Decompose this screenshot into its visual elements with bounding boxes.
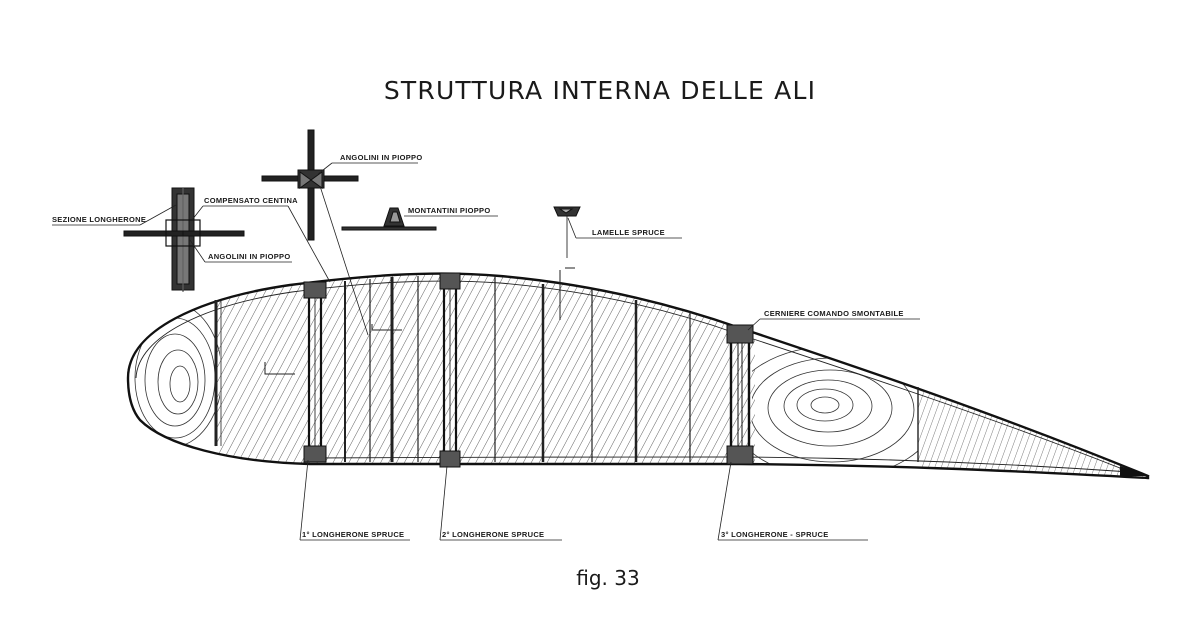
label-corner-blocks-bottom: ANGOLINI IN PIOPPO — [208, 252, 291, 261]
spruce-strips-detail — [553, 206, 581, 258]
label-spar-section: SEZIONE LONGHERONE — [52, 215, 146, 224]
label-spar-1: 1° LONGHERONE SPRUCE — [302, 530, 404, 539]
figure-caption: fig. 33 — [576, 566, 640, 590]
label-corner-blocks-top: ANGOLINI IN PIOPPO — [340, 153, 423, 162]
label-rib-plywood: COMPENSATO CENTINA — [204, 196, 298, 205]
label-spruce-strips: LAMELLE SPRUCE — [592, 228, 665, 237]
label-poplar-uprights: MONTANTINI PIOPPO — [408, 206, 490, 215]
spar-3 — [726, 324, 754, 465]
spar-2 — [439, 272, 461, 468]
poplar-uprights-detail — [341, 207, 437, 231]
label-spar-3: 3° LONGHERONE - SPRUCE — [721, 530, 829, 539]
spar-section-detail — [123, 187, 245, 292]
leader-lines — [52, 162, 920, 541]
label-spar-2: 2° LONGHERONE SPRUCE — [442, 530, 544, 539]
page-title: STRUTTURA INTERNA DELLE ALI — [383, 76, 817, 105]
spar-1 — [303, 281, 327, 463]
label-hinges: CERNIERE COMANDO SMONTABILE — [764, 309, 904, 318]
interior-brackets — [264, 267, 575, 375]
corner-blocks-detail — [261, 129, 359, 241]
wing-ribs — [214, 276, 919, 462]
wing-profile — [126, 272, 1150, 480]
